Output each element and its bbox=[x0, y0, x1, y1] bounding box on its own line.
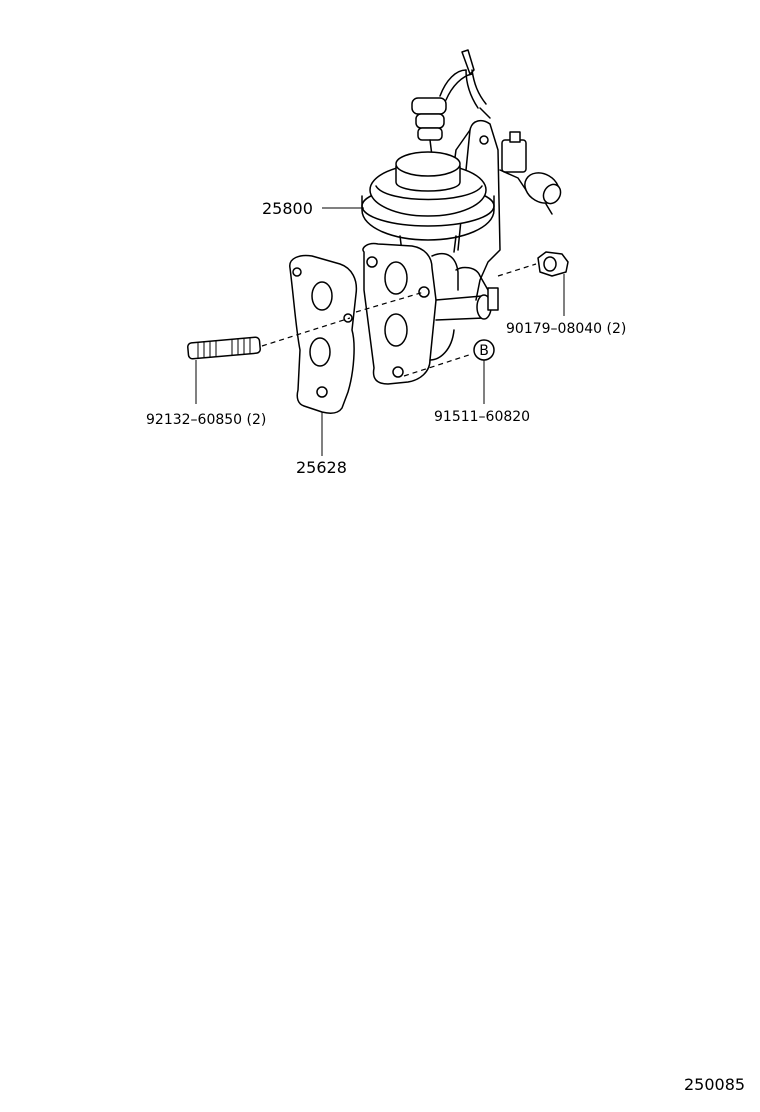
label-bolt: 91511–60820 bbox=[434, 409, 530, 425]
figure-id: 250085 bbox=[684, 1075, 745, 1094]
label-egr-valve: 25800 bbox=[262, 199, 313, 218]
alignment-lines bbox=[261, 263, 537, 377]
nut-drawing bbox=[537, 251, 569, 277]
leader-lines bbox=[195, 207, 565, 456]
egr-valve-drawing bbox=[361, 49, 562, 385]
stud-drawing bbox=[187, 336, 261, 360]
gasket-drawing bbox=[289, 254, 358, 414]
label-gasket: 25628 bbox=[296, 458, 347, 477]
bolt-marker: B bbox=[473, 339, 495, 361]
label-stud: 92132–60850 (2) bbox=[146, 412, 266, 428]
label-nut: 90179–08040 (2) bbox=[506, 321, 626, 337]
bolt-marker-letter: B bbox=[479, 343, 489, 359]
